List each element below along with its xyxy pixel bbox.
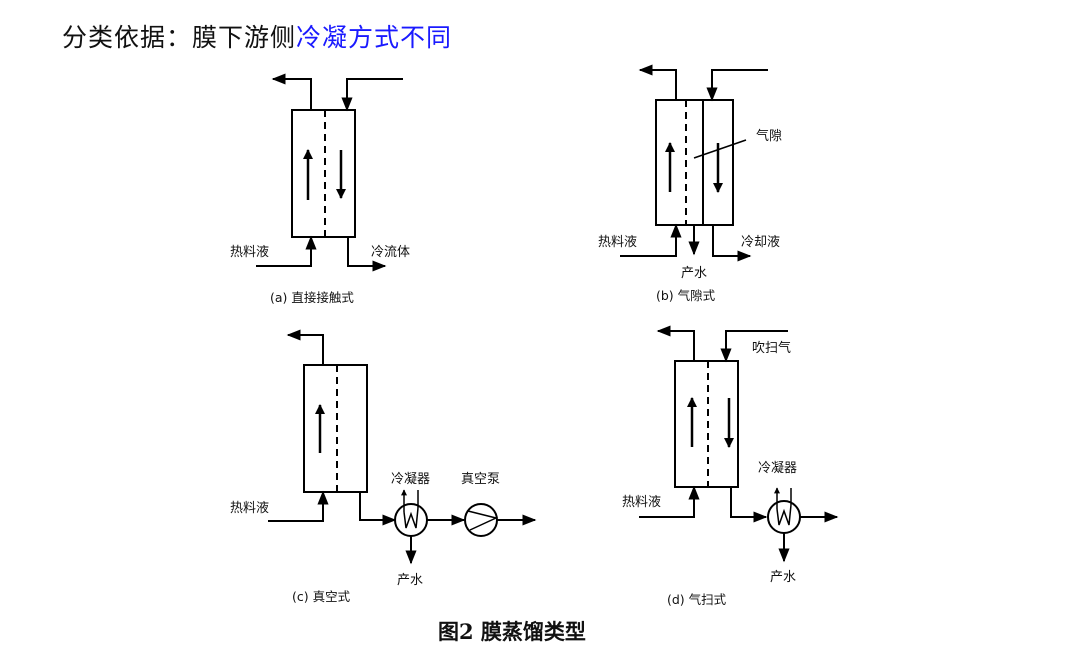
feed-label-d: 热料液: [622, 495, 661, 510]
product-label-c: 产水: [397, 573, 423, 588]
feed-in-arrow-c: [268, 490, 329, 522]
sweep-label-d: 吹扫气: [752, 340, 791, 356]
panel-d-sweep-gas: [639, 325, 839, 563]
sweep-in-arrow-d: [720, 330, 788, 363]
caption-c: (c) 真空式: [292, 589, 351, 604]
product-label-d: 产水: [770, 570, 796, 585]
caption-d: (d) 气扫式: [667, 592, 727, 607]
feed-label-c: 热料液: [230, 501, 269, 516]
condenser-coil-c: [403, 507, 419, 529]
feed-label-a: 热料液: [230, 245, 269, 260]
feed-out-arrow-c: [286, 329, 324, 365]
cold-out-arrow-a: [347, 237, 387, 272]
condenser-label-c: 冷凝器: [391, 471, 430, 487]
heading-highlight: 冷凝方式不同: [296, 23, 453, 52]
cold-in-arrow-a: [341, 78, 403, 112]
condenser-d: [767, 500, 801, 534]
condenser-c: [394, 503, 428, 537]
condenser-coil-d: [776, 504, 792, 526]
feed-out-arrow-b: [638, 64, 677, 100]
classification-heading: 分类依据：膜下游侧冷凝方式不同: [62, 18, 452, 54]
figure-caption: 图2 膜蒸馏类型: [438, 619, 586, 644]
product-label-b: 产水: [681, 266, 707, 281]
membrane-module-d: [674, 360, 739, 488]
condenser-label-d: 冷凝器: [758, 460, 797, 476]
caption-a: (a) 直接接触式: [270, 290, 354, 305]
feed-in-arrow-d: [639, 485, 700, 518]
outlet-label-b: 冷却液: [741, 235, 780, 250]
sweep-to-condenser-d: [730, 487, 768, 523]
outlet-label-a: 冷流体: [371, 245, 410, 260]
panel-c-vacuum: [268, 329, 537, 565]
coolant-in-arrow-b: [706, 69, 768, 102]
caption-b: (b) 气隙式: [656, 288, 716, 303]
gap-pointer-line: [693, 139, 747, 159]
gap-label-b: 气隙: [756, 128, 782, 144]
coolant-out-arrow-b: [712, 225, 752, 262]
feed-in-arrow-a: [256, 235, 317, 267]
membrane-module-b: [655, 99, 734, 226]
membrane-module-c: [303, 364, 368, 493]
pump-label-c: 真空泵: [461, 472, 500, 487]
panel-b-air-gap: [620, 64, 768, 262]
pump-symbol-c: [467, 510, 499, 531]
panel-a-direct-contact: [256, 73, 403, 272]
feed-out-arrow-d: [656, 325, 695, 361]
feed-out-arrow-a: [271, 73, 312, 110]
feed-in-arrow-b: [620, 223, 682, 257]
membrane-module-a: [291, 109, 356, 238]
vapor-to-condenser-c: [359, 492, 397, 526]
feed-label-b: 热料液: [598, 235, 637, 250]
heading-prefix: 分类依据：膜下游侧: [62, 23, 297, 52]
